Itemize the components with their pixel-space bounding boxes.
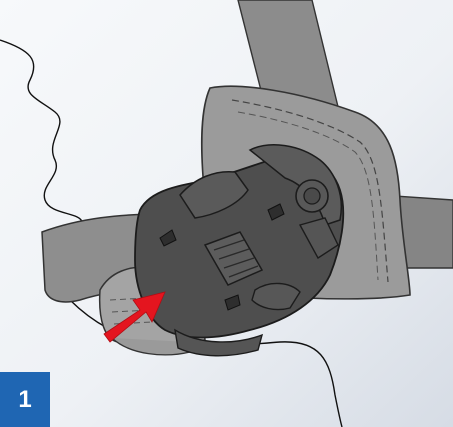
step-number: 1 [18, 386, 31, 414]
step-number-badge: 1 [0, 372, 50, 427]
buckle-knob-center [304, 188, 320, 204]
